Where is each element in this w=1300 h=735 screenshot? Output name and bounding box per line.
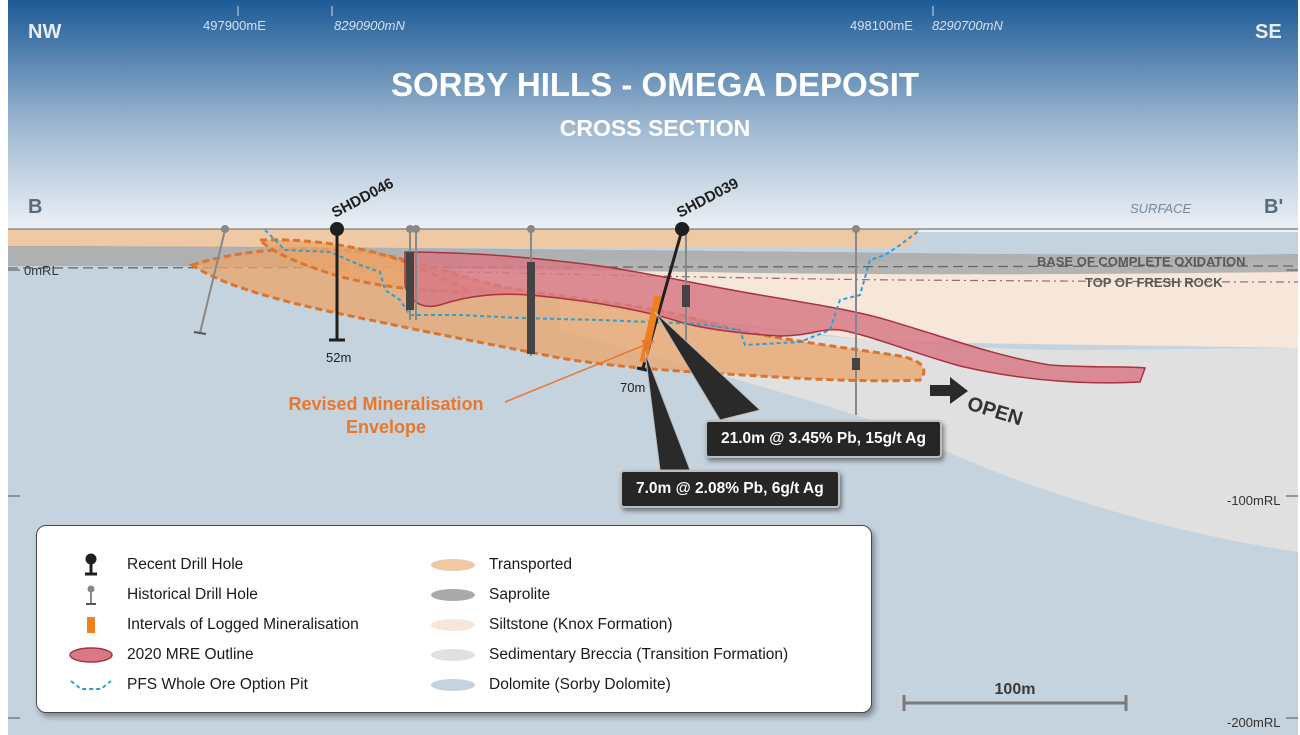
dolomite-swatch — [431, 679, 475, 691]
coord-easting-1: 497900mE — [203, 18, 266, 33]
section-end-b-prime: B' — [1264, 196, 1283, 218]
legend-label: Saprolite — [489, 586, 551, 603]
diagram-subtitle: CROSS SECTION — [560, 115, 750, 141]
legend-left-column: Recent Drill Hole Historical Drill Hole … — [65, 550, 359, 700]
legend-label: PFS Whole Ore Option Pit — [127, 676, 308, 693]
transported-unit — [8, 229, 920, 248]
envelope-label-line2: Envelope — [346, 417, 426, 437]
sky-background — [8, 0, 1298, 232]
legend-item: Intervals of Logged Mineralisation — [65, 610, 359, 640]
recent-drill-hole-icon — [85, 553, 97, 576]
legend-item: Siltstone (Knox Formation) — [427, 610, 788, 640]
open-arrow — [930, 377, 968, 404]
envelope-label-arrow — [504, 339, 655, 403]
legend-label: Intervals of Logged Mineralisation — [127, 616, 359, 633]
depth-label-shdd039: 70m — [620, 380, 645, 395]
legend-item: Recent Drill Hole — [65, 550, 359, 580]
intercept-callout-2: 7.0m @ 2.08% Pb, 6g/t Ag — [620, 470, 840, 508]
legend-item: 2020 MRE Outline — [65, 640, 359, 670]
legend-label: Dolomite (Sorby Dolomite) — [489, 676, 671, 693]
historical-drill-hole — [406, 225, 414, 320]
legend-label: Sedimentary Breccia (Transition Formatio… — [489, 646, 789, 663]
coord-northing-1: 8290900mN — [334, 18, 405, 33]
legend-item: Sedimentary Breccia (Transition Formatio… — [427, 640, 788, 670]
legend-item: Dolomite (Sorby Dolomite) — [427, 670, 788, 700]
orientation-se: SE — [1255, 21, 1282, 43]
historical-drill-hole-icon — [86, 585, 96, 605]
boco-label: BASE OF COMPLETE OXIDATION — [1037, 254, 1246, 269]
saprolite-swatch — [431, 589, 475, 601]
coord-northing-2: 8290700mN — [932, 18, 1003, 33]
orientation-nw: NW — [28, 21, 61, 43]
scale-bar — [902, 695, 1128, 711]
historical-drill-hole — [852, 225, 860, 415]
legend-item: PFS Whole Ore Option Pit — [65, 670, 359, 700]
legend-item: Saprolite — [427, 580, 788, 610]
mineralisation-interval-icon — [87, 617, 95, 633]
depth-label-shdd046: 52m — [326, 350, 351, 365]
mre-outline-icon — [69, 647, 113, 663]
recent-drill-hole-shdd046 — [329, 222, 345, 342]
envelope-label-line1: Revised Mineralisation — [288, 394, 483, 414]
rl-ticks — [8, 269, 1298, 719]
diagram-title: SORBY HILLS - OMEGA DEPOSIT — [391, 66, 919, 103]
rl-label-0: 0mRL — [24, 263, 59, 278]
legend-item: Historical Drill Hole — [65, 580, 359, 610]
top-axis-ticks — [237, 6, 934, 16]
rl-label-200: -200mRL — [1227, 715, 1280, 730]
historical-drill-hole — [527, 225, 535, 356]
legend-right-column: Transported Saprolite Siltstone (Knox Fo… — [427, 550, 788, 700]
legend-label: Transported — [489, 556, 572, 573]
scale-bar-label: 100m — [995, 681, 1036, 698]
legend-label: Historical Drill Hole — [127, 586, 258, 603]
breccia-swatch — [431, 649, 475, 661]
legend-item: Transported — [427, 550, 788, 580]
siltstone-swatch — [431, 619, 475, 631]
surface-label: SURFACE — [1130, 201, 1191, 216]
section-end-b: B — [28, 196, 42, 218]
legend: Recent Drill Hole Historical Drill Hole … — [36, 525, 872, 713]
historical-drill-hole — [412, 225, 420, 320]
legend-label: Recent Drill Hole — [127, 556, 244, 573]
rl-label-100: -100mRL — [1227, 493, 1280, 508]
legend-label: 2020 MRE Outline — [127, 646, 254, 663]
intercept-leader — [654, 311, 762, 421]
historical-drill-hole — [193, 225, 229, 335]
tofr-label: TOP OF FRESH ROCK — [1085, 275, 1223, 290]
intercept-callout-1: 21.0m @ 3.45% Pb, 15g/t Ag — [705, 420, 942, 458]
transported-swatch — [431, 559, 475, 571]
coord-easting-2: 498100mE — [850, 18, 913, 33]
mre-outline — [404, 251, 1147, 384]
pit-outline-icon — [70, 680, 112, 690]
legend-label: Siltstone (Knox Formation) — [489, 616, 673, 633]
